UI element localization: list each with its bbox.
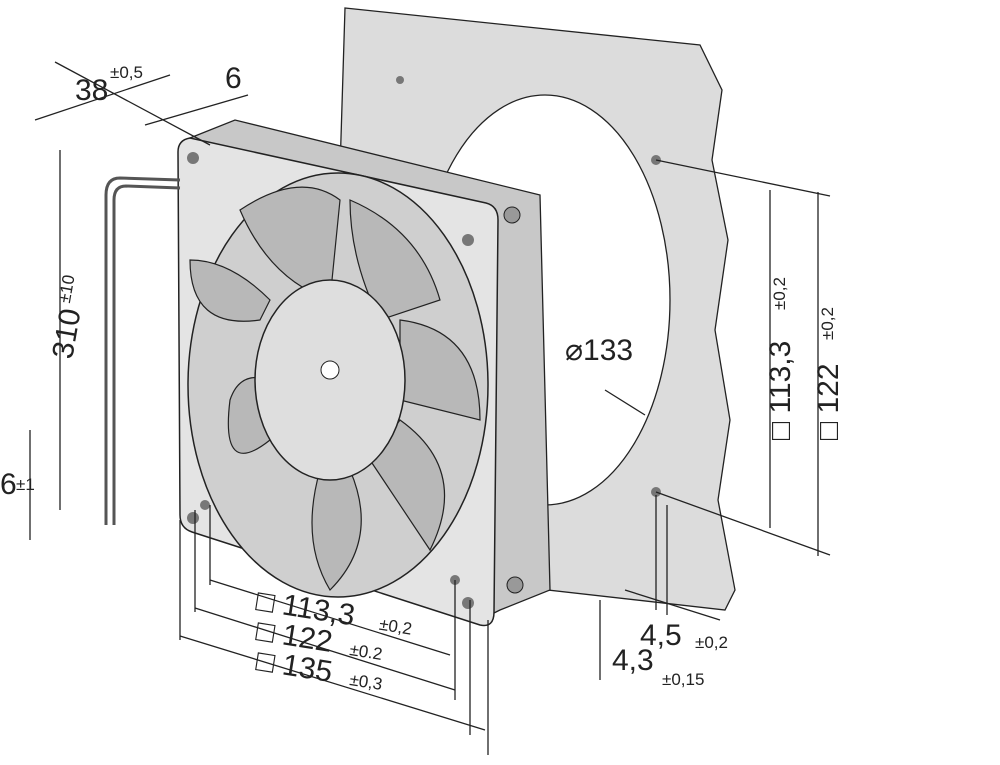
cable (104, 176, 181, 525)
fan-hub (254, 279, 406, 481)
depth-tolerance: ±0,5 (110, 63, 143, 82)
panel-hole (396, 76, 404, 84)
hole-pitch-right-tolerance: ±0,2 (770, 277, 789, 310)
mount-bottom-tolerance: ±0.2 (348, 640, 384, 664)
mount-right: □ 122 (812, 363, 845, 440)
strip-length: 6 (0, 468, 17, 501)
hub-center (320, 360, 340, 380)
fan-hole: 4,3 (612, 644, 654, 677)
fan-hole-tolerance: ±0,15 (662, 670, 704, 689)
fan-blades (189, 186, 481, 591)
hole-pitch-bottom-tolerance: ±0,2 (378, 615, 414, 639)
opening-diameter: ⌀133 (565, 334, 633, 367)
hole-diameter-tolerance: ±0,2 (695, 633, 728, 652)
flange-dimension: 6 (225, 62, 242, 95)
hole-pitch-right: □ 113,3 (764, 341, 797, 440)
cable-tolerance: ±10 (55, 273, 79, 304)
size-bottom-tolerance: ±0,3 (348, 670, 384, 694)
strip-tolerance: ±1 (16, 475, 35, 494)
mount-right-tolerance: ±0,2 (818, 307, 837, 340)
hole-diameter: 4,5 (640, 619, 682, 652)
depth-dimension: 38 (75, 74, 108, 107)
cable-length: 310 (46, 306, 87, 361)
